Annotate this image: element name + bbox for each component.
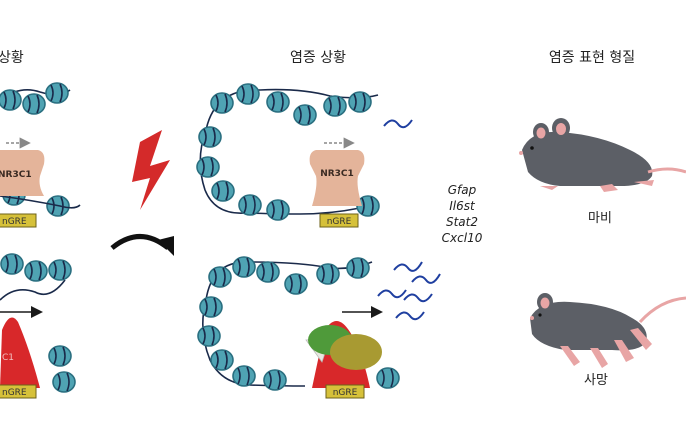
lightning-icon <box>132 130 170 210</box>
receptor-label-left: NR3C1 <box>0 170 32 180</box>
header-left-partial: 상황 <box>0 50 24 66</box>
ngre-label-bottom-mid: nGRE <box>333 388 358 398</box>
header-inflammation: 염증 상황 <box>290 50 346 66</box>
receptor-label-mid: NR3C1 <box>320 169 354 179</box>
header-phenotype: 염증 표현 형질 <box>549 50 635 66</box>
gene-label: Stat2 <box>446 215 478 229</box>
middle-top-chromatin: NR3C1 nGRE <box>197 84 412 227</box>
mouse-death-icon <box>530 293 686 368</box>
phenotype-paralysis-label: 마비 <box>588 211 612 226</box>
mouse-paralysis-icon <box>519 118 686 192</box>
gene-list: Gfap Il6st Stat2 Cxcl10 <box>442 183 483 245</box>
curved-arrow-head-icon <box>158 236 174 256</box>
red-protein-label-left: C1 <box>2 353 14 363</box>
gene-label: Gfap <box>448 183 477 197</box>
left-top-chromatin: NR3C1 nGRE <box>0 83 80 227</box>
mrna-squiggles-bottom <box>378 262 440 319</box>
ngre-label-top-mid: nGRE <box>327 217 352 227</box>
mrna-squiggle-top <box>384 120 412 127</box>
middle-bottom-chromatin: nGRE <box>198 257 440 398</box>
curved-arrow-icon <box>112 237 168 249</box>
left-bottom-chromatin: C1 nGRE <box>0 254 75 398</box>
gene-label: Cxcl10 <box>442 231 483 245</box>
ngre-label-bottom-left: nGRE <box>2 388 27 398</box>
phenotype-death-label: 사망 <box>584 373 608 388</box>
gene-label: Il6st <box>449 199 476 213</box>
ngre-label-top-left: nGRE <box>2 217 27 227</box>
